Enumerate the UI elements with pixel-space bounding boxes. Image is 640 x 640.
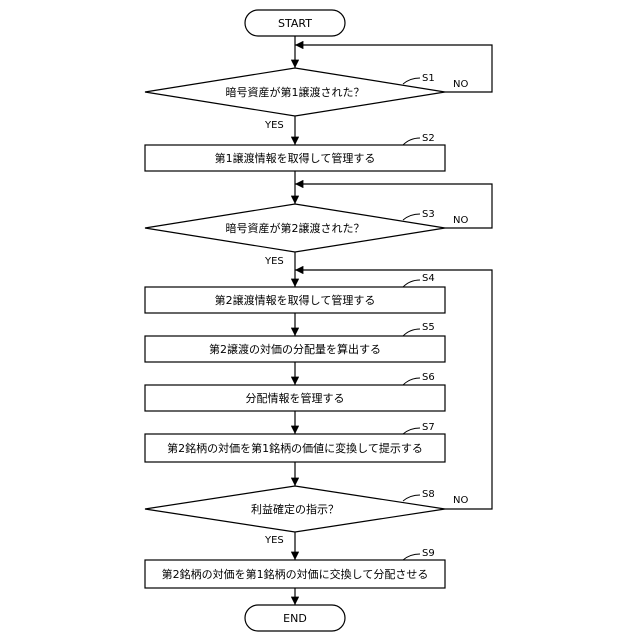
step-s2-process: 第1譲渡情報を取得して管理する bbox=[145, 145, 445, 171]
s1-no-label: NO bbox=[453, 79, 468, 90]
leader-s8 bbox=[403, 495, 420, 501]
end-terminal: END bbox=[245, 605, 345, 631]
step-s3-text: 暗号資産が第2譲渡された？ bbox=[226, 221, 365, 235]
s3-no-label: NO bbox=[453, 215, 468, 226]
step-s1-id: S1 bbox=[422, 73, 435, 84]
step-s5-id: S5 bbox=[422, 322, 435, 333]
step-s3-decision: 暗号資産が第2譲渡された？ bbox=[145, 204, 445, 252]
s3-yes-label: YES bbox=[264, 256, 284, 267]
step-s8-id: S8 bbox=[422, 489, 435, 500]
leader-s9 bbox=[403, 554, 420, 560]
step-s9-process: 第2銘柄の対価を第1銘柄の対価に交換して分配させる bbox=[145, 560, 445, 588]
leader-s6 bbox=[403, 378, 420, 385]
step-s6-process: 分配情報を管理する bbox=[145, 385, 445, 411]
leader-s5 bbox=[403, 329, 420, 336]
leader-s4 bbox=[403, 280, 420, 287]
step-s9-text: 第2銘柄の対価を第1銘柄の対価に交換して分配させる bbox=[162, 567, 429, 581]
step-s4-process: 第2譲渡情報を取得して管理する bbox=[145, 287, 445, 313]
s8-no-label: NO bbox=[453, 495, 468, 506]
leader-s7 bbox=[403, 428, 420, 434]
leader-s3 bbox=[403, 214, 420, 220]
step-s7-text: 第2銘柄の対価を第1銘柄の価値に変換して提示する bbox=[167, 441, 423, 455]
step-s5-process: 第2譲渡の対価の分配量を算出する bbox=[145, 336, 445, 362]
step-s3-id: S3 bbox=[422, 209, 435, 220]
leader-s1 bbox=[403, 78, 420, 84]
step-s4-id: S4 bbox=[422, 273, 435, 284]
step-s8-decision: 利益確定の指示？ bbox=[145, 486, 445, 532]
step-s9-id: S9 bbox=[422, 548, 435, 559]
step-s2-text: 第1譲渡情報を取得して管理する bbox=[215, 151, 376, 165]
step-s6-id: S6 bbox=[422, 372, 435, 383]
step-s1-text: 暗号資産が第1譲渡された？ bbox=[226, 85, 365, 99]
step-s2-id: S2 bbox=[422, 133, 435, 144]
start-label: START bbox=[278, 17, 312, 30]
step-s7-id: S7 bbox=[422, 422, 435, 433]
s8-yes-label: YES bbox=[264, 535, 284, 546]
step-s6-text: 分配情報を管理する bbox=[246, 391, 345, 405]
start-terminal: START bbox=[245, 10, 345, 36]
step-s4-text: 第2譲渡情報を取得して管理する bbox=[215, 293, 376, 307]
step-s8-text: 利益確定の指示？ bbox=[251, 502, 339, 516]
end-label: END bbox=[283, 612, 307, 625]
step-s5-text: 第2譲渡の対価の分配量を算出する bbox=[209, 342, 381, 356]
s1-yes-label: YES bbox=[264, 120, 284, 131]
step-s7-process: 第2銘柄の対価を第1銘柄の価値に変換して提示する bbox=[145, 434, 445, 462]
leader-s2 bbox=[403, 138, 420, 145]
step-s1-decision: 暗号資産が第1譲渡された？ bbox=[145, 68, 445, 116]
